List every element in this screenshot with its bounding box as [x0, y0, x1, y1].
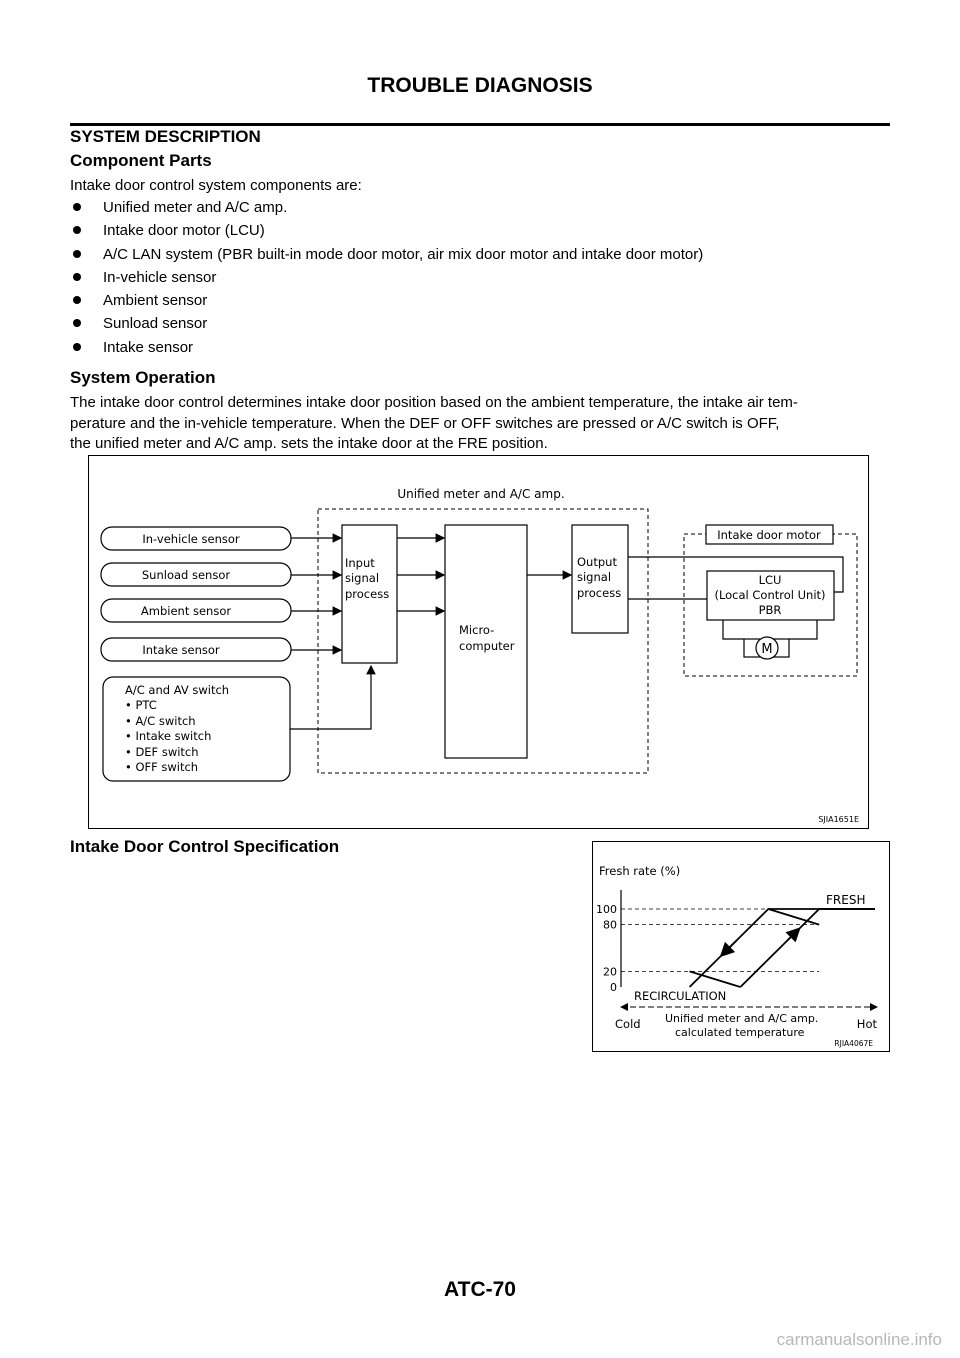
section-title: SYSTEM DESCRIPTION	[70, 127, 261, 146]
figure-id: SJIA1651E	[818, 815, 859, 824]
sensor-in-vehicle: In-vehicle sensor	[100, 526, 292, 551]
series-increasing-arrow	[785, 927, 801, 943]
list-item: In-vehicle sensor	[70, 268, 703, 291]
series-decreasing-arrow	[719, 939, 738, 958]
output-block: Output signal process	[571, 524, 629, 634]
svg-text:LCU: LCU	[759, 573, 782, 587]
component-parts-intro: Intake door control system components ar…	[70, 177, 362, 194]
intake-spec-heading: Intake Door Control Specification	[70, 837, 340, 856]
block-diagram-figure: Unified meter and A/C amp. In-vehicle se…	[88, 455, 869, 829]
svg-text:Input: Input	[345, 556, 375, 570]
switch-item: • OFF switch	[125, 760, 198, 774]
svg-text:signal: signal	[577, 570, 611, 584]
page-header-title: TROUBLE DIAGNOSIS	[367, 74, 593, 97]
switch-item: • Intake switch	[125, 729, 211, 743]
svg-text:Intake door motor: Intake door motor	[717, 528, 821, 542]
sensor-label: Intake sensor	[142, 643, 220, 657]
input-block: Input signal process	[341, 524, 398, 664]
connection-lines	[290, 533, 844, 730]
svg-text:PBR: PBR	[759, 603, 782, 617]
watermark: carmanualsonline.info	[776, 1330, 942, 1349]
region-label-recirculation: RECIRCULATION	[634, 989, 726, 1003]
system-operation-text: The intake door control determines intak…	[70, 393, 890, 455]
figure-id: RJIA4067E	[834, 1039, 873, 1048]
system-operation-heading: System Operation	[70, 368, 216, 387]
block-diagram-svg: Unified meter and A/C amp. In-vehicle se…	[100, 487, 859, 824]
list-item: Ambient sensor	[70, 291, 703, 314]
bullet-icon	[73, 342, 81, 351]
svg-text:M: M	[761, 642, 772, 657]
list-item: Intake sensor	[70, 338, 703, 361]
component-list: Unified meter and A/C amp. Intake door m…	[70, 198, 703, 361]
text-line: The intake door control determines intak…	[70, 394, 798, 411]
sensor-label: In-vehicle sensor	[142, 532, 240, 546]
series-decreasing-line	[688, 908, 875, 988]
spec-chart-figure: Fresh rate (%) 0 20 80 100 FRESH RECIRCULAT…	[592, 841, 890, 1052]
text-line: perature and the in-vehicle temperature.…	[70, 414, 780, 432]
bullet-icon	[73, 203, 81, 211]
series-connector	[768, 908, 820, 926]
region-label-fresh: FRESH	[826, 893, 865, 907]
svg-text:Output: Output	[577, 555, 617, 569]
bullet-icon	[73, 226, 81, 235]
x-right-label: Hot	[857, 1017, 878, 1031]
svg-text:computer: computer	[459, 639, 515, 653]
sensor-label: Ambient sensor	[141, 604, 231, 618]
amp-label: Unified meter and A/C amp.	[397, 487, 564, 501]
sensor-label: Sunload sensor	[142, 568, 230, 582]
svg-text:Micro-: Micro-	[459, 623, 494, 637]
sensor-intake: Intake sensor	[100, 637, 292, 662]
switch-item: • A/C switch	[125, 714, 196, 728]
chart-grid	[620, 890, 820, 987]
bullet-icon	[73, 249, 81, 258]
y-tick-label: 20	[603, 965, 617, 978]
page-number: ATC-70	[444, 1278, 516, 1301]
series-connector	[689, 970, 741, 988]
switch-item: • DEF switch	[125, 745, 199, 759]
svg-text:process: process	[577, 586, 621, 600]
bullet-icon	[73, 272, 81, 281]
spec-chart-svg: Fresh rate (%) 0 20 80 100 FRESH RECIRCULAT…	[596, 864, 878, 1048]
lcu-block: LCU (Local Control Unit) PBR	[706, 570, 835, 621]
chart-series	[688, 908, 875, 988]
sensor-sunload: Sunload sensor	[100, 562, 292, 587]
x-left-label: Cold	[615, 1017, 641, 1031]
bullet-icon	[73, 319, 81, 328]
header-rule	[70, 123, 890, 126]
y-tick-label: 100	[596, 903, 617, 916]
motor-icon: M	[722, 620, 818, 660]
svg-text:(Local Control Unit): (Local Control Unit)	[714, 588, 825, 602]
microcomputer-block: Micro- computer	[444, 524, 528, 759]
svg-text:process: process	[345, 587, 389, 601]
svg-text:signal: signal	[345, 571, 379, 585]
list-item: Sunload sensor	[70, 314, 703, 337]
sensor-ambient: Ambient sensor	[100, 598, 292, 623]
list-item: A/C LAN system (PBR built-in mode door m…	[70, 245, 703, 268]
y-tick-label: 0	[610, 981, 617, 994]
list-item: Intake door motor (LCU)	[70, 221, 703, 244]
x-axis-label: Unified meter and A/C amp. calculated te…	[665, 1012, 822, 1039]
y-tick-label: 80	[603, 919, 617, 932]
y-axis-label: Fresh rate (%)	[599, 864, 680, 878]
list-item: Unified meter and A/C amp.	[70, 198, 703, 221]
chart-ticks: 0 20 80 100	[596, 903, 617, 994]
intake-door-motor-label-box: Intake door motor	[705, 524, 834, 545]
bullet-icon	[73, 296, 81, 305]
switch-item: • PTC	[125, 698, 157, 712]
text-line: the unified meter and A/C amp. sets the …	[70, 435, 548, 452]
component-parts-heading: Component Parts	[70, 151, 212, 170]
switch-box: A/C and AV switch • PTC • A/C switch • I…	[102, 676, 291, 782]
amp-boundary	[317, 508, 649, 774]
switch-box-title: A/C and AV switch	[125, 683, 229, 697]
